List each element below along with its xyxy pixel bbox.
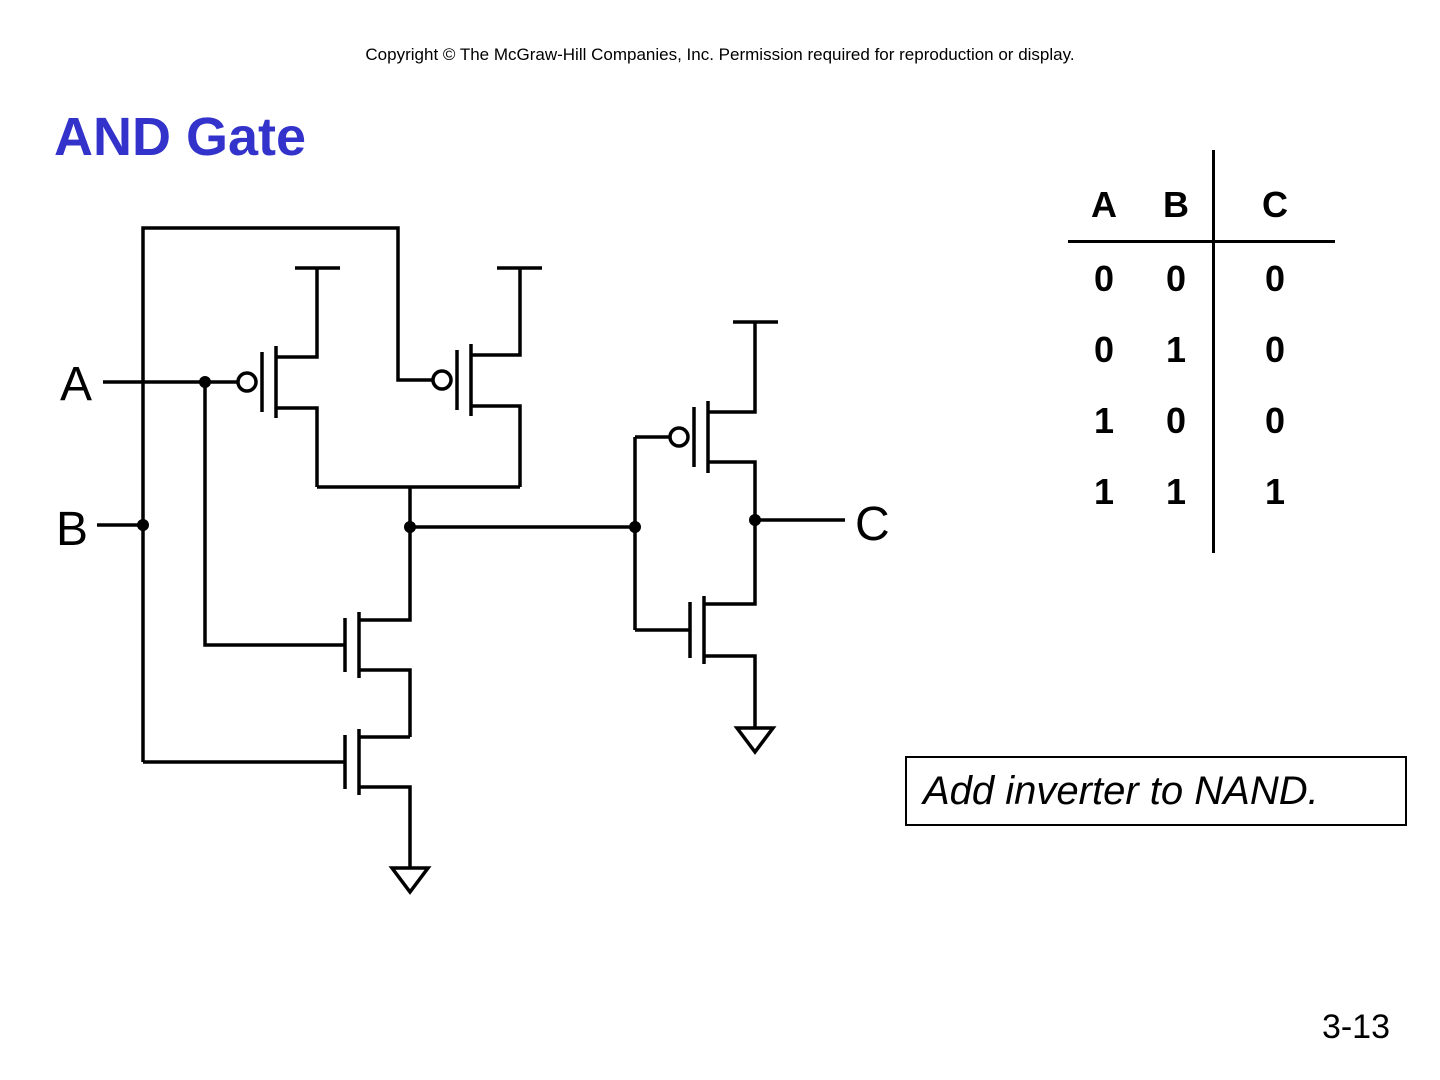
- input-b-label: B: [56, 503, 88, 556]
- nand-output-node: [317, 485, 641, 533]
- junction-dot-b: [137, 519, 149, 531]
- pmos-transistor-1: [236, 266, 340, 487]
- inverter-nmos: [635, 520, 777, 755]
- truth-table-row: 0 1 0: [1068, 314, 1335, 385]
- truth-table-header-a: A: [1068, 150, 1140, 243]
- truth-table-row: 0 0 0: [1068, 241, 1335, 314]
- output-c-label: C: [855, 498, 890, 551]
- inv-nmos-source-lead: [704, 654, 757, 728]
- truth-table-cell: 1: [1093, 470, 1115, 512]
- pmos2-source-lead: [471, 268, 522, 357]
- input-a-label: A: [60, 358, 92, 411]
- truth-table-cell: 1: [1140, 456, 1215, 527]
- truth-table-cell: 0: [1140, 385, 1215, 456]
- truth-table-cell: 0: [1093, 257, 1115, 299]
- truth-table-row: 1 1 1: [1068, 456, 1335, 527]
- truth-table-spacer-row: [1068, 527, 1335, 553]
- truth-table-body: 0 0 0 0 1 0 1 0 0 1 1 1: [1068, 241, 1335, 553]
- inv-pmos-source-lead: [708, 322, 757, 414]
- wire-b-to-pmos2-gate: [141, 226, 433, 762]
- pmos2-drain-lead: [471, 404, 522, 487]
- wire-input-a: [103, 376, 345, 647]
- nmos1-source-lead: [359, 668, 412, 737]
- truth-table-spacer-cell: [1140, 527, 1215, 553]
- truth-table-cell: 1: [1264, 470, 1286, 512]
- wire-a-to-nmos1-gate: [203, 382, 345, 647]
- pmos1-source-lead: [276, 268, 319, 359]
- truth-table-cell: 0: [1264, 257, 1286, 299]
- inv-nmos-drain-lead: [704, 520, 757, 606]
- truth-table: A B C 0 0 0 0 1 0 1 0 0 1 1 1: [1068, 150, 1335, 553]
- inv-pmos-drain-lead: [708, 460, 757, 520]
- ground-symbol-1: [388, 866, 432, 895]
- page-number: 3-13: [1321, 1008, 1390, 1046]
- truth-table-cell: 0: [1093, 328, 1115, 370]
- truth-table-spacer-cell: [1214, 527, 1336, 553]
- inverter-pmos: [635, 320, 778, 520]
- pmos-transistor-2: [431, 266, 542, 487]
- inv-pmos-gate-bubble: [668, 426, 690, 448]
- truth-table-cell: 0: [1264, 399, 1286, 441]
- slide-title: AND Gate: [54, 107, 307, 167]
- wire-input-b: [97, 226, 433, 764]
- truth-table-cell: 0: [1140, 241, 1215, 314]
- truth-table-row: 1 0 0: [1068, 385, 1335, 456]
- truth-table-spacer-cell: [1068, 527, 1140, 553]
- copyright-text: Copyright © The McGraw-Hill Companies, I…: [365, 45, 1075, 64]
- ground-symbol-2: [733, 726, 777, 755]
- truth-table-header-c: C: [1213, 150, 1335, 243]
- caption-text: Add inverter to NAND.: [923, 768, 1319, 813]
- inverter-output: [749, 514, 845, 526]
- truth-table-header: A B C: [1068, 150, 1335, 243]
- nmos-transistor-2: [343, 729, 432, 895]
- nmos-transistor-1: [343, 527, 412, 737]
- nmos1-drain-lead: [359, 527, 412, 622]
- truth-table-header-b: B: [1140, 150, 1215, 243]
- pmos1-gate-bubble: [236, 371, 258, 393]
- truth-table-cell: 0: [1264, 328, 1286, 370]
- junction-dot-a: [199, 376, 211, 388]
- truth-table-cell: 1: [1093, 399, 1115, 441]
- truth-table-cell: 1: [1140, 314, 1215, 385]
- caption-box: Add inverter to NAND.: [905, 756, 1407, 826]
- pmos2-gate-bubble: [431, 369, 453, 391]
- pmos1-drain-lead: [276, 406, 319, 487]
- nmos2-source-lead: [359, 785, 412, 868]
